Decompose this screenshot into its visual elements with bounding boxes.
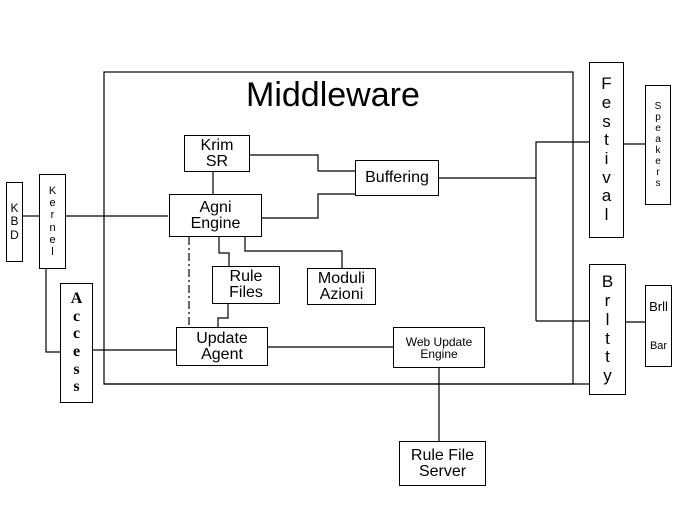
node-rule-files: Rule Files	[212, 266, 280, 304]
node-festival-letter: t	[604, 130, 609, 150]
node-access-letter: e	[72, 343, 81, 360]
node-brltty-letter: t	[605, 347, 610, 367]
node-moduli-azioni-line: Moduli	[317, 269, 366, 287]
node-access-letter: c	[72, 325, 81, 343]
middleware-title: Middleware	[246, 76, 420, 114]
node-festival-letter: F	[601, 74, 612, 94]
node-kernel-letter: n	[49, 221, 56, 234]
node-access-letter: c	[72, 307, 81, 325]
node-brltty: B r l t t y	[589, 264, 626, 395]
node-kernel-letter: r	[50, 209, 55, 222]
edge-buffering-festival	[535, 141, 590, 321]
edge-agni-moduli	[244, 237, 343, 268]
node-festival-letter: e	[601, 92, 612, 112]
node-kbd-letter: K	[10, 201, 19, 216]
node-web-update-engine-line: Engine	[420, 346, 458, 361]
node-rule-file-server-line: Rule File	[410, 446, 475, 464]
edge-krim-buffering	[250, 154, 355, 172]
node-agni-engine: Agni Engine	[169, 194, 262, 237]
node-speakers-letter: S	[654, 101, 662, 112]
node-brll-bar-line: Bar	[649, 340, 668, 352]
node-web-update-engine-line: Web Update	[405, 334, 473, 349]
node-kernel-letter: l	[51, 245, 54, 258]
node-access: A c c e s s	[60, 283, 93, 403]
node-web-update-engine: Web Update Engine	[393, 327, 485, 368]
node-krim-sr-line: SR	[205, 152, 229, 170]
node-rule-file-server-line: Server	[418, 462, 467, 480]
node-krim-sr-line: Krim	[200, 136, 234, 154]
node-festival-letter: v	[602, 167, 611, 187]
node-speakers-letter: e	[655, 156, 661, 167]
node-kernel: K e r n e l	[39, 174, 66, 269]
node-speakers-letter: a	[655, 134, 661, 145]
node-speakers-letter: r	[656, 167, 660, 178]
node-speakers-letter: e	[655, 123, 661, 134]
edge-rule-files-update-agent	[217, 304, 229, 327]
node-brltty-letter: t	[605, 328, 610, 348]
node-kernel-letter: e	[49, 233, 56, 246]
node-speakers-letter: s	[655, 178, 661, 189]
node-kernel-letter: K	[48, 185, 57, 198]
node-brltty-letter: r	[604, 291, 611, 311]
edge-agni-buffering	[262, 193, 355, 219]
node-brll-bar: Brll Bar	[645, 285, 672, 367]
node-agni-engine-line: Agni	[199, 198, 232, 216]
node-krim-sr: Krim SR	[184, 135, 250, 172]
node-kernel-letter: e	[49, 197, 56, 210]
node-moduli-azioni: Moduli Azioni	[307, 268, 376, 305]
node-festival-letter: i	[604, 149, 609, 168]
node-festival-letter: a	[601, 186, 612, 206]
node-rule-files-line: Rule	[229, 268, 263, 285]
node-agni-engine-line: Engine	[190, 214, 241, 232]
node-brltty-letter: y	[603, 365, 612, 385]
node-buffering: Buffering	[355, 160, 439, 196]
node-festival: F e s t i v a l	[589, 62, 624, 238]
node-brltty-letter: l	[605, 309, 610, 329]
node-update-agent-line: Agent	[201, 345, 243, 363]
node-kbd: K B D	[6, 182, 23, 262]
node-update-agent-line: Update	[196, 329, 248, 347]
node-brll-bar-line: Brll	[649, 299, 668, 314]
node-rule-files-line: Files	[229, 284, 263, 301]
edge-agni-rule-files	[218, 237, 230, 266]
node-speakers-letter: k	[655, 145, 661, 156]
node-kbd-letter: B	[10, 214, 19, 229]
node-festival-letter: s	[602, 111, 611, 131]
node-access-letter: s	[73, 378, 80, 396]
node-speakers-letter: p	[655, 112, 661, 123]
node-kbd-letter: D	[10, 227, 19, 242]
node-access-letter: s	[73, 360, 80, 378]
node-access-letter: A	[70, 290, 83, 308]
node-festival-letter: l	[604, 205, 609, 225]
node-speakers: S p e a k e r s	[645, 85, 671, 205]
node-rule-file-server: Rule File Server	[399, 441, 486, 486]
node-update-agent: Update Agent	[176, 327, 268, 366]
node-moduli-azioni-line: Azioni	[319, 285, 364, 303]
node-buffering-line: Buffering	[365, 169, 429, 186]
node-brltty-letter: B	[601, 272, 614, 292]
edge-kernel-access	[45, 269, 60, 353]
